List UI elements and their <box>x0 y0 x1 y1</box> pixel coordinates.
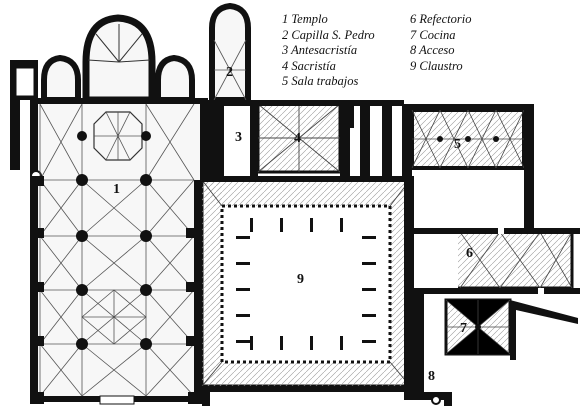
capilla-area <box>209 2 251 103</box>
sacristia-area <box>208 100 404 176</box>
legend-column-right: 6 Refectorio 7 Cocina 8 Acceso 9 Claustr… <box>410 12 471 74</box>
label-templo: 1 <box>113 182 120 197</box>
claustro-area <box>200 178 412 388</box>
label-refectorio: 6 <box>466 246 473 261</box>
label-claustro: 9 <box>297 272 304 287</box>
label-cocina: 7 <box>460 321 467 336</box>
label-sala-trabajos: 5 <box>454 137 461 152</box>
outer-walls <box>202 176 414 406</box>
label-acceso: 8 <box>428 369 435 384</box>
legend-item: 5 Sala trabajos <box>282 74 359 89</box>
label-capilla: 2 <box>226 65 233 80</box>
legend-item: 3 Antesacristía <box>282 43 358 58</box>
legend-item: 1 Templo <box>282 12 328 26</box>
sala-trabajos-area <box>410 104 534 232</box>
legend-item: 8 Acceso <box>410 43 455 58</box>
acceso-area <box>404 358 452 406</box>
label-sacristia: 4 <box>294 131 301 146</box>
legend-item: 7 Cocina <box>410 27 456 42</box>
cocina-area <box>414 294 578 360</box>
legend-item: 4 Sacristía <box>282 58 336 73</box>
east-range <box>350 104 412 184</box>
templo-area <box>10 14 208 405</box>
legend-column-left: 1 Templo 2 Capilla S. Pedro 3 Antesacris… <box>282 12 375 90</box>
legend-item: 2 Capilla S. Pedro <box>282 27 375 42</box>
legend-item: 6 Refectorio <box>410 12 472 26</box>
refectorio-area <box>412 228 580 294</box>
legend-item: 9 Claustro <box>410 58 463 73</box>
label-antesacristia: 3 <box>235 130 242 145</box>
